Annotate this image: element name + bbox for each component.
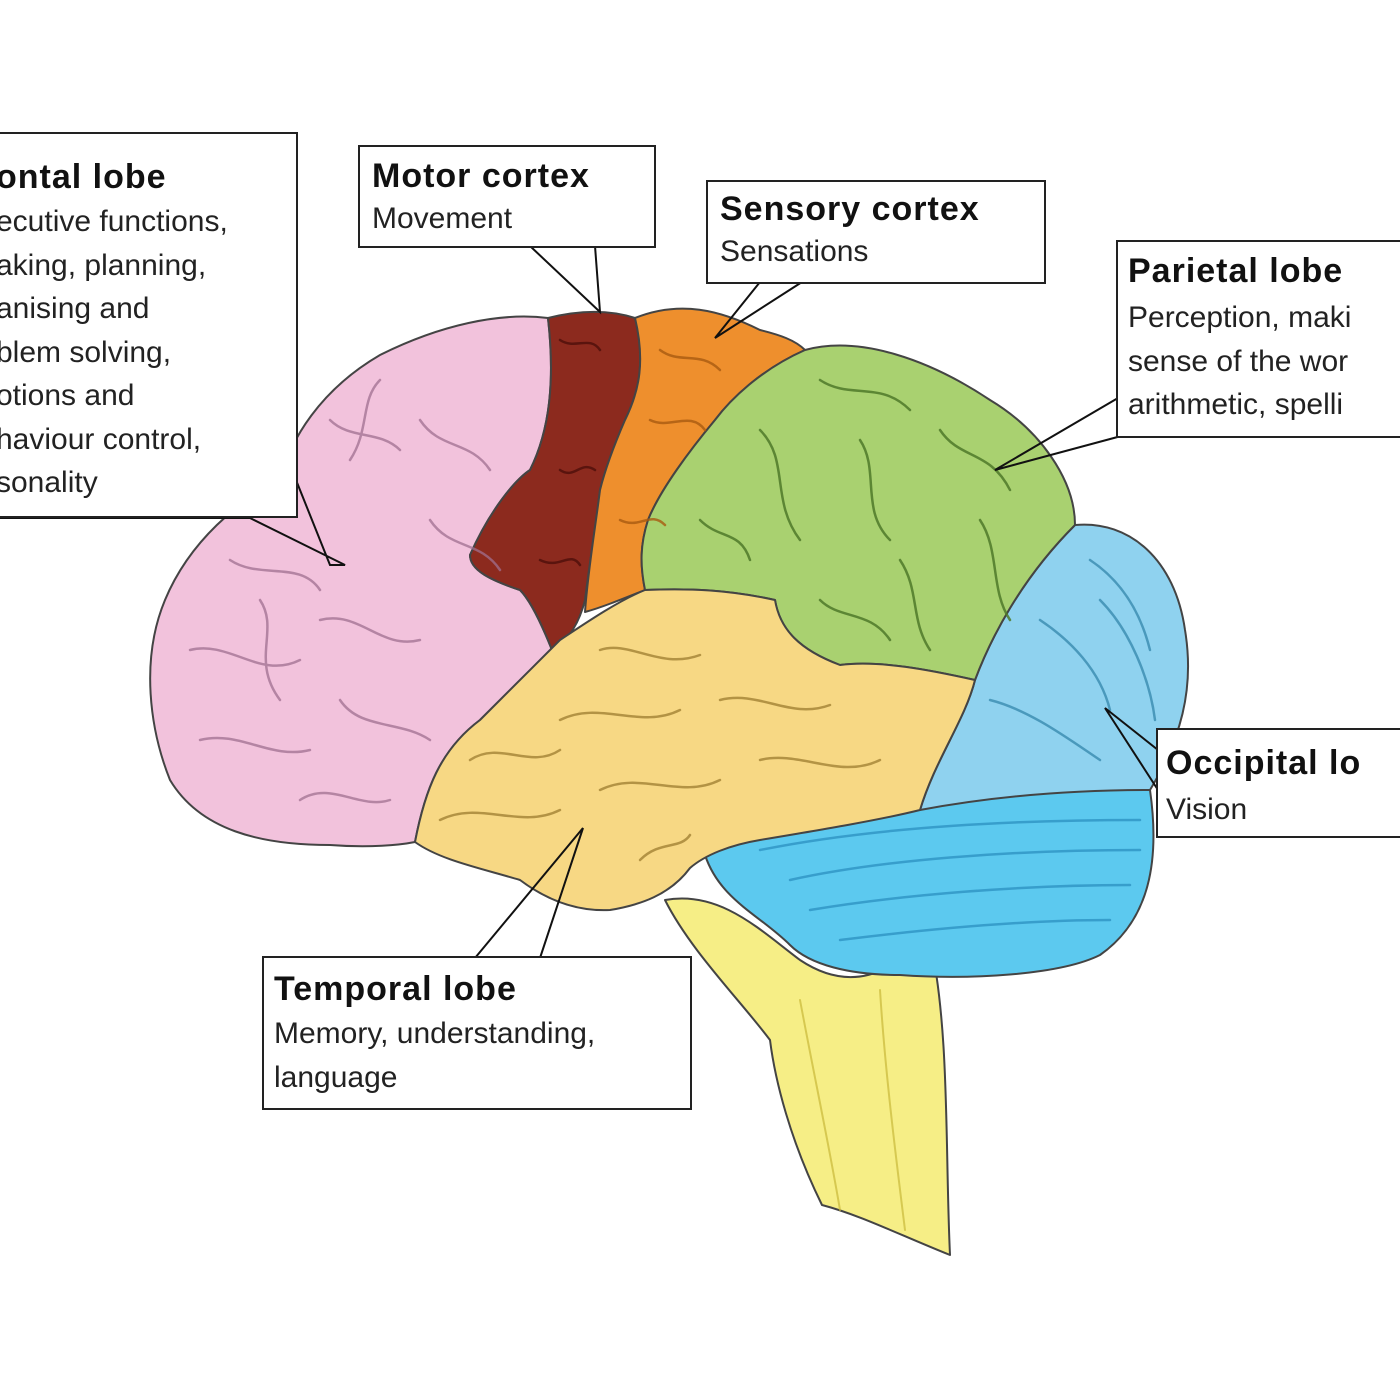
frontal-lobe-desc-3: anising and — [0, 292, 150, 325]
parietal-lobe-desc-2: sense of the wor — [1128, 344, 1349, 378]
temporal-lobe-label: Temporal lobe Memory, understanding, lan… — [262, 956, 692, 1110]
temporal-leader-line — [474, 827, 584, 959]
temporal-lobe-desc-2: language — [274, 1060, 398, 1094]
motor-cortex-desc: Movement — [372, 202, 513, 235]
parietal-leader-line — [994, 397, 1126, 471]
occipital-lobe-desc: Vision — [1166, 793, 1248, 826]
frontal-lobe-label: ontal lobe ecutive functions, aking, pla… — [0, 132, 298, 518]
occipital-leader-line — [1104, 707, 1159, 791]
frontal-lobe-desc-2: aking, planning, — [0, 248, 207, 282]
frontal-lobe-title: ontal lobe — [0, 158, 167, 196]
sensory-cortex-label: Sensory cortex Sensations — [706, 180, 1046, 284]
sensory-leader-line — [714, 281, 803, 339]
sensory-cortex-desc: Sensations — [720, 235, 869, 268]
temporal-lobe-region — [414, 588, 976, 912]
motor-cortex-title: Motor cortex — [372, 157, 590, 195]
motor-leader-line — [529, 245, 602, 315]
sensory-cortex-title: Sensory cortex — [720, 190, 980, 228]
brainstem-region — [664, 897, 951, 1256]
parietal-lobe-desc-3: arithmetic, spelli — [1128, 388, 1344, 421]
temporal-lobe-desc-1: Memory, understanding, — [274, 1017, 596, 1050]
temporal-lobe-title: Temporal lobe — [274, 970, 517, 1008]
motor-cortex-label: Motor cortex Movement — [358, 145, 656, 248]
frontal-lobe-desc-1: ecutive functions, — [0, 205, 228, 238]
parietal-lobe-title: Parietal lobe — [1128, 252, 1344, 290]
occipital-lobe-label: Occipital lo Vision — [1156, 728, 1400, 838]
frontal-lobe-desc-4: blem solving, — [0, 335, 172, 369]
frontal-lobe-desc-6: haviour control, — [0, 422, 202, 456]
occipital-lobe-title: Occipital lo — [1166, 744, 1362, 782]
parietal-lobe-desc-1: Perception, maki — [1128, 301, 1352, 334]
frontal-lobe-desc-7: sonality — [0, 466, 98, 499]
parietal-lobe-label: Parietal lobe Perception, maki sense of … — [1116, 240, 1400, 438]
frontal-lobe-desc-5: otions and — [0, 379, 135, 412]
